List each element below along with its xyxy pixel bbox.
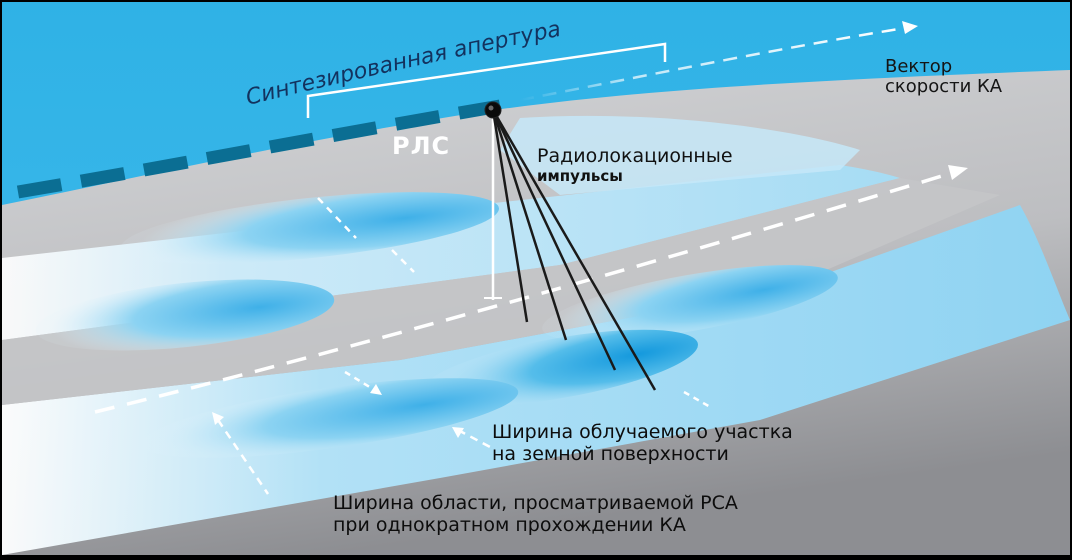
- area-arrow-line-right: [457, 428, 493, 450]
- footprint-upper-1: [121, 192, 499, 264]
- viewed-area-label: Ширина области, просматриваемой РСА при …: [333, 492, 738, 536]
- swath-indicator-arrowhead: [370, 384, 382, 395]
- swath-indicator-line-2: [683, 390, 713, 410]
- footprint-upper-2: [35, 279, 335, 351]
- velocity-vector: [519, 26, 906, 102]
- pulse-line-2: [491, 109, 568, 341]
- area-arrow-line-left: [216, 419, 270, 495]
- pulse-line-4: [491, 109, 657, 391]
- swath-label-line1: Ширина облучаемого участка: [492, 421, 793, 443]
- far-strip-patch: [500, 115, 860, 195]
- swath-arrow-upper: [317, 197, 357, 239]
- pulse-line-3: [491, 109, 617, 371]
- footprint-lower-1: [141, 378, 519, 458]
- ground-track: [94, 170, 956, 414]
- area-width-arrows: [212, 412, 493, 495]
- velocity-label-line2: скорости КА: [885, 76, 1003, 97]
- ground-track-arrowhead: [948, 165, 968, 180]
- illuminated-swath-label: Ширина облучаемого участка на земной пов…: [492, 421, 793, 465]
- radar-pulses-label-line2: импульсы: [537, 167, 623, 185]
- area-label-line1: Ширина области, просматриваемой РСА: [333, 492, 738, 514]
- area-arrow-head-left: [212, 412, 224, 425]
- swath-label-line2: на земной поверхности: [492, 443, 729, 465]
- flight-path: [16, 99, 502, 199]
- radar-pulses: [491, 109, 657, 391]
- swath-indicator: [344, 370, 713, 410]
- aperture-bracket: [306, 42, 667, 118]
- radar-satellite: [484, 101, 502, 119]
- area-label-line2: при однократном прохождении КА: [333, 514, 686, 536]
- radar-pulses-label: Радиолокационные импульсы: [537, 146, 733, 186]
- velocity-arrowhead: [902, 21, 918, 34]
- radar-satellite-highlight: [488, 105, 494, 111]
- radar-pulses-label-line1: Радиолокационные: [537, 145, 733, 167]
- swath-width-arrows: [317, 197, 415, 273]
- velocity-vector-label: Вектор скорости КА: [885, 57, 1002, 97]
- radar-label: РЛС: [392, 132, 451, 160]
- velocity-label-line1: Вектор: [885, 56, 953, 77]
- swath-arrow-lower: [391, 249, 415, 273]
- pulse-line-1: [491, 109, 529, 323]
- area-arrow-head-right: [452, 427, 464, 438]
